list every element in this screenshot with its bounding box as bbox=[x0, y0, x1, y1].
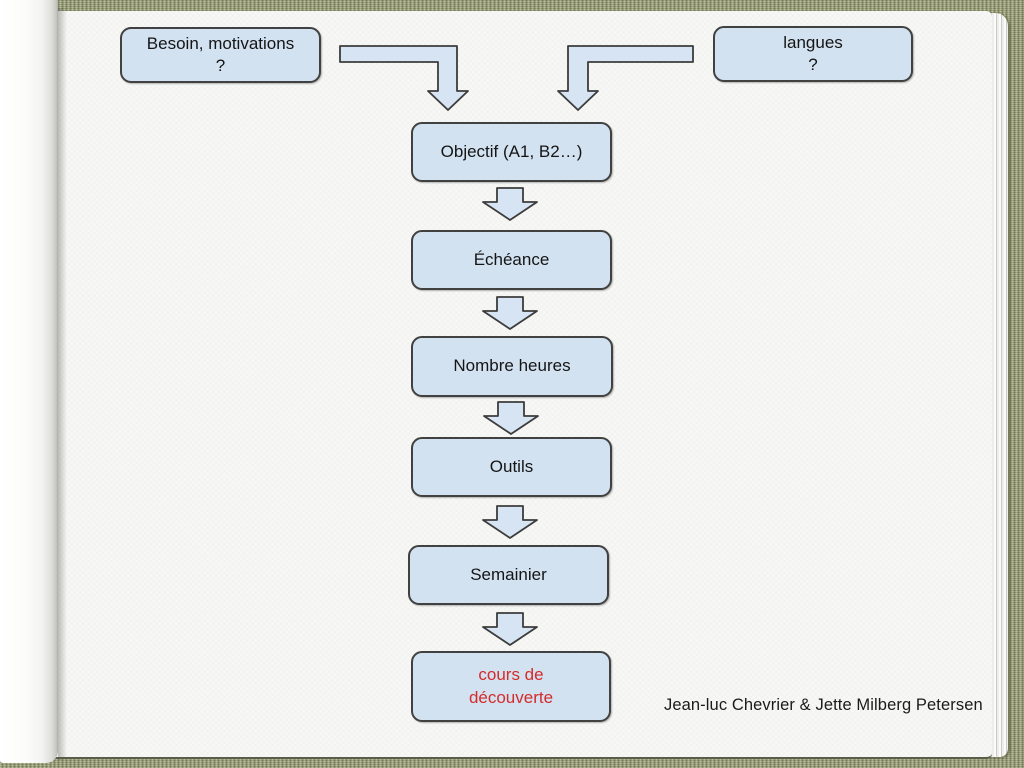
flow-node-besoin-motivations: Besoin, motivations ? bbox=[120, 27, 321, 83]
flow-node-langues: langues ? bbox=[713, 26, 913, 82]
flow-node-echeance: Échéance bbox=[411, 230, 612, 290]
page-curl-shadow bbox=[58, 8, 67, 760]
author-credit: Jean-luc Chevrier & Jette Milberg Peters… bbox=[664, 696, 983, 714]
flow-node-cours-de-decouverte: cours de découverte bbox=[411, 651, 611, 722]
flow-node-semainier: Semainier bbox=[408, 545, 609, 605]
flow-node-objectif: Objectif (A1, B2…) bbox=[411, 122, 612, 182]
flow-node-outils: Outils bbox=[411, 437, 612, 497]
flow-node-nombre-heures: Nombre heures bbox=[411, 336, 613, 397]
book-page-curl bbox=[0, 0, 58, 763]
